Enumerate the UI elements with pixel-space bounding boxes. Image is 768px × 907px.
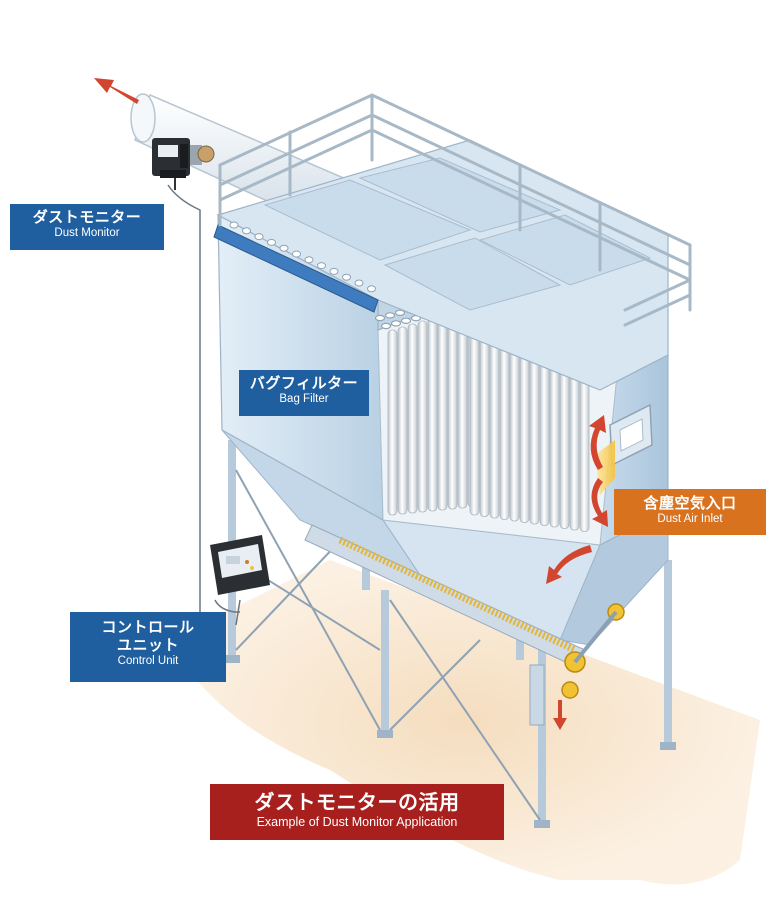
filter-bag: [457, 308, 468, 509]
filter-bag: [387, 329, 398, 516]
dust-monitor-device: [152, 138, 215, 653]
dust-air-inlet-label-jp: 含塵空気入口: [643, 494, 737, 512]
dust-air-inlet-label: 含塵空気入口 Dust Air Inlet: [614, 489, 766, 535]
filter-bag: [437, 314, 448, 511]
bag-filter-label: バグフィルター Bag Filter: [239, 370, 369, 416]
screw-conveyor: [304, 524, 625, 726]
control-unit-device: [210, 535, 270, 626]
tube-sheet-hole: [384, 312, 396, 319]
header-nozzle: [304, 256, 314, 264]
diagram-title-en: Example of Dust Monitor Application: [256, 815, 458, 829]
filter-bag: [407, 323, 418, 514]
filter-bag: [427, 317, 438, 512]
discharge-arrow: [553, 700, 567, 730]
dust-monitor-label: ダストモニター Dust Monitor: [10, 204, 164, 250]
header-nozzle: [279, 244, 289, 252]
header-nozzle: [254, 233, 264, 241]
diagram-title: ダストモニターの活用 Example of Dust Monitor Appli…: [210, 784, 504, 840]
control-unit-label-en: Control Unit: [117, 655, 179, 667]
diagram-title-jp: ダストモニターの活用: [254, 790, 460, 814]
header-nozzle: [242, 227, 251, 235]
header-nozzle: [317, 262, 326, 270]
control-unit-label-jp2: ユニット: [116, 636, 179, 654]
bag-filter-label-jp: バグフィルター: [249, 374, 359, 392]
filter-bag: [447, 311, 458, 510]
tube-sheet-hole: [380, 322, 392, 330]
control-unit-label-jp1: コントロール: [101, 618, 195, 636]
inlet-flow-arrows: [546, 415, 608, 584]
tube-sheet-hole: [390, 320, 402, 327]
filter-bag: [397, 326, 408, 515]
header-nozzle: [267, 238, 276, 246]
header-nozzle: [292, 250, 301, 258]
header-nozzle: [329, 267, 339, 275]
exhaust-arrow: [94, 78, 139, 104]
hopper: [221, 429, 669, 646]
control-unit-label: コントロール ユニット Control Unit: [70, 612, 226, 682]
dust-monitor-label-en: Dust Monitor: [54, 227, 120, 239]
tube-sheet-hole: [400, 317, 412, 324]
header-nozzle: [229, 221, 239, 229]
header-nozzle: [367, 285, 376, 293]
bag-filter-label-en: Bag Filter: [279, 393, 329, 405]
dust-air-inlet-label-en: Dust Air Inlet: [657, 513, 723, 525]
filter-bag: [417, 320, 428, 513]
ground-shadow: [170, 560, 760, 885]
header-nozzle: [342, 273, 351, 281]
header-nozzle: [354, 279, 364, 287]
roof-railing: [218, 93, 692, 327]
tube-sheet-hole: [394, 309, 406, 316]
tube-sheet-hole: [374, 314, 386, 322]
dust-monitor-label-jp: ダストモニター: [32, 208, 142, 226]
header-pipe: [213, 221, 379, 313]
